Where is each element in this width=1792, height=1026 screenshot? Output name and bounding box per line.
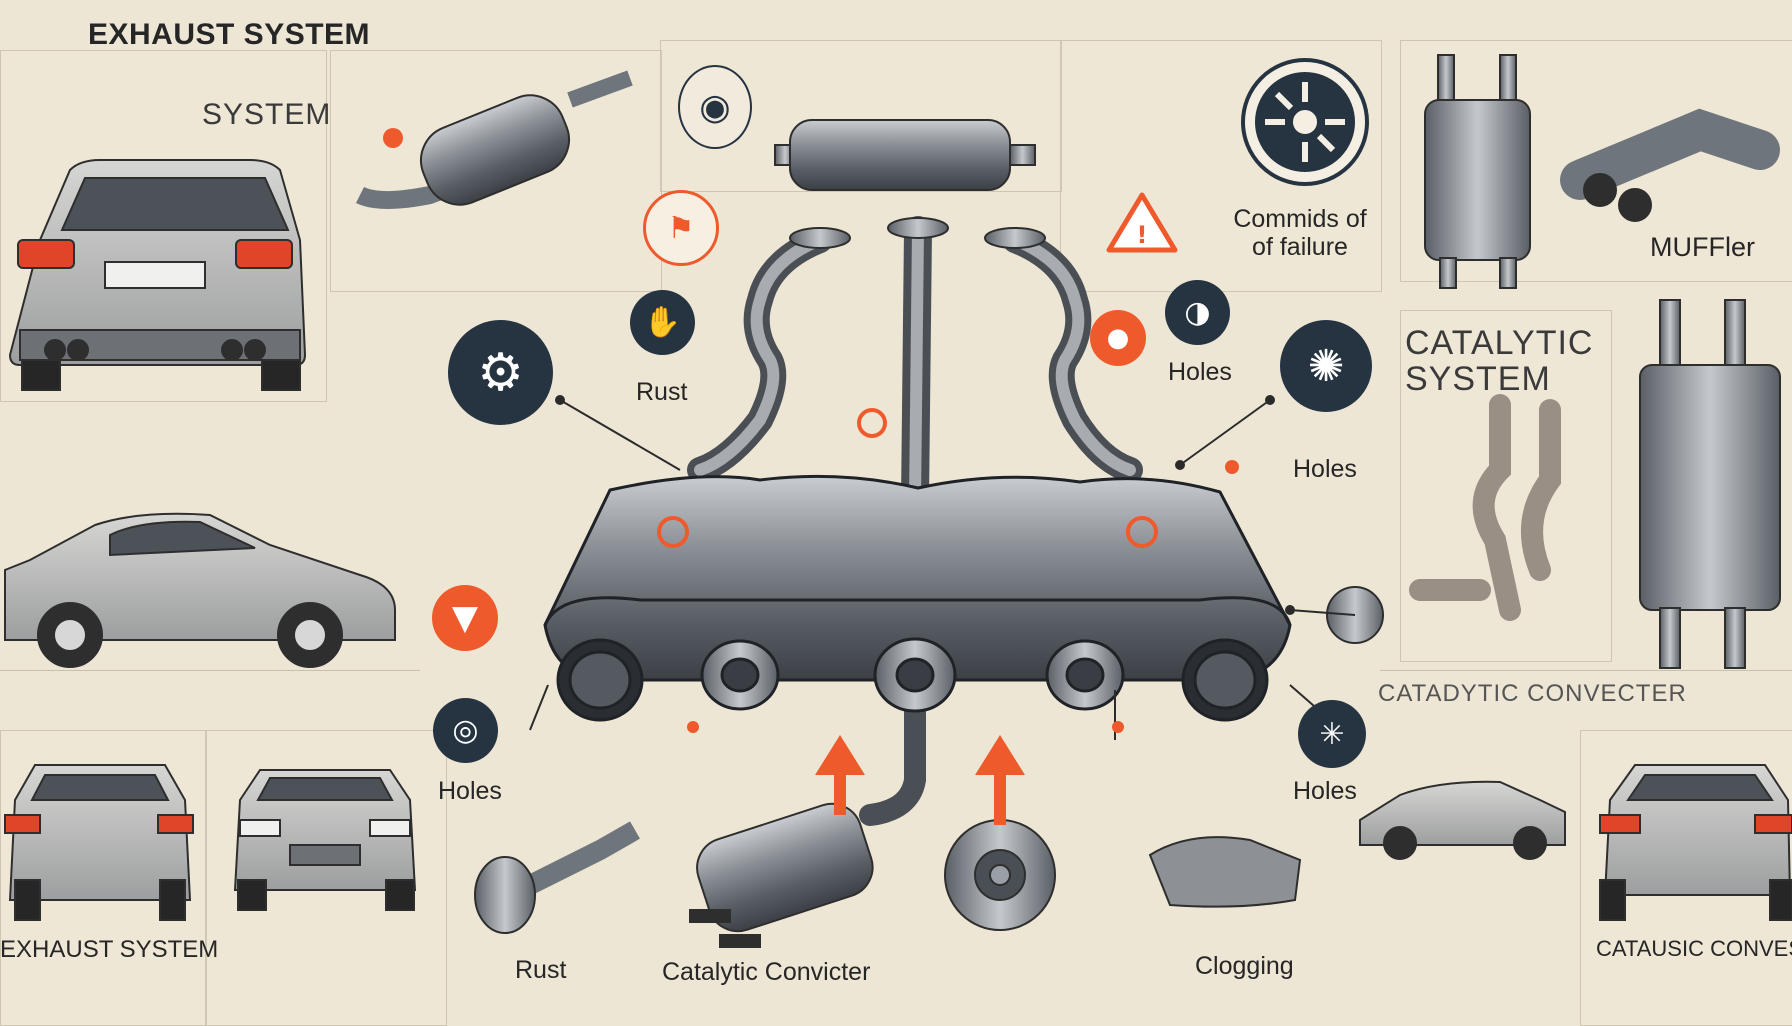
car-rear-bottom-right	[1599, 764, 1792, 921]
alert-icon: ⚑	[643, 190, 719, 266]
arrow-up-left	[815, 735, 865, 815]
label-holes-right-mid: Holes	[1293, 455, 1357, 483]
label-exhaust-system-bottom: EXHAUST SYSTEM	[0, 936, 219, 963]
car-front-bottom-left	[233, 769, 417, 911]
arrow-down-icon: ▼	[432, 585, 498, 651]
car-rear-bottom-left	[4, 764, 194, 921]
pipe-flanges	[789, 217, 1046, 249]
label-catalytic-system: CATALYTIC SYSTEM	[1405, 325, 1593, 397]
svg-text:!: !	[1137, 221, 1148, 249]
system-label: SYSTEM	[202, 98, 332, 131]
label-catadytic-convecter: CATADYTIC CONVECTER	[1378, 680, 1687, 707]
label-catalytic-system-line2: SYSTEM	[1405, 360, 1551, 398]
drop-icon: ●	[1090, 310, 1146, 366]
warning-triangle-icon: !	[1106, 192, 1178, 253]
small-orange-dots	[383, 128, 1239, 733]
label-holes-right-top: Holes	[1168, 358, 1232, 386]
muffler-top-center	[774, 119, 1036, 191]
catalytic-system-pipes	[1409, 394, 1561, 621]
label-cataulsic: CATAUSIC CONVESTER	[1596, 936, 1792, 961]
car-side-right	[1359, 780, 1566, 860]
rust-icon: ✋	[630, 290, 695, 355]
holes-icon-right: ✳	[1298, 700, 1366, 768]
holes-icon-top: ◑	[1165, 280, 1230, 345]
muffler-top-right	[1424, 54, 1780, 289]
label-catalytic-system-line1: CATALYTIC	[1405, 324, 1594, 362]
label-commids-line2: of failure	[1252, 233, 1348, 261]
muffler-right-tall	[1639, 299, 1781, 669]
main-muffler-body	[543, 474, 1292, 682]
label-commids-line1: Commids of	[1233, 205, 1367, 233]
arrow-up-right	[975, 735, 1025, 825]
main-exhaust-pipes	[687, 216, 1143, 826]
label-rust-bottom: Rust	[515, 956, 567, 984]
label-holes-left-bottom: Holes	[438, 777, 502, 805]
defect-markers	[657, 408, 1158, 548]
tailpipes	[556, 637, 1269, 722]
label-clogging: Clogging	[1195, 952, 1294, 980]
muffler-top-left	[355, 70, 633, 209]
label-holes-right-bottom: Holes	[1293, 777, 1357, 805]
holes-icon-left: ◎	[433, 698, 498, 763]
catalytic-bottom-left	[474, 821, 640, 934]
clogged-part	[1148, 836, 1302, 908]
divider-left	[0, 670, 420, 671]
catalytic-bottom-center	[689, 802, 874, 948]
gear-icon: ⚙	[448, 320, 553, 425]
round-part-bottom	[944, 819, 1056, 931]
page-title: EXHAUST SYSTEM	[88, 18, 371, 51]
gauge-icon-small: ◉	[678, 65, 752, 149]
label-catalytic-bottom: Catalytic Convicter	[662, 958, 871, 986]
label-rust-top: Rust	[636, 378, 688, 406]
label-muffler: MUFFler	[1650, 232, 1755, 262]
leader-dots	[555, 395, 1295, 615]
catalyst-icon: ✺	[1280, 320, 1372, 412]
car-rear-top-left	[8, 159, 307, 391]
wheel-icon	[1241, 58, 1369, 186]
car-side-left	[4, 512, 396, 668]
label-commids: Commids of of failure	[1220, 205, 1380, 261]
divider-right	[1380, 670, 1792, 671]
leader-lines	[529, 399, 1356, 740]
